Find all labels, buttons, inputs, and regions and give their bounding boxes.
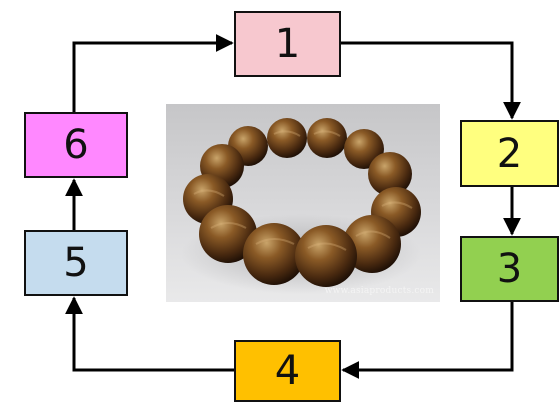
step-box-6: 6 — [24, 112, 128, 178]
step-box-1: 1 — [234, 11, 341, 77]
arrow-1-to-2 — [341, 41, 521, 120]
bracelet-photo: www.asiaproducts.com — [166, 104, 440, 302]
arrow-4-to-5 — [65, 296, 234, 372]
tiger-eye-bracelet-illustration — [181, 118, 421, 294]
arrow-3-to-4 — [341, 302, 514, 379]
step-box-2: 2 — [460, 120, 559, 187]
step-box-3: 3 — [460, 236, 559, 302]
step-box-5: 5 — [24, 230, 128, 296]
step-box-4: 4 — [234, 340, 341, 402]
photo-watermark: www.asiaproducts.com — [324, 286, 434, 296]
arrow-6-to-1 — [72, 34, 234, 112]
